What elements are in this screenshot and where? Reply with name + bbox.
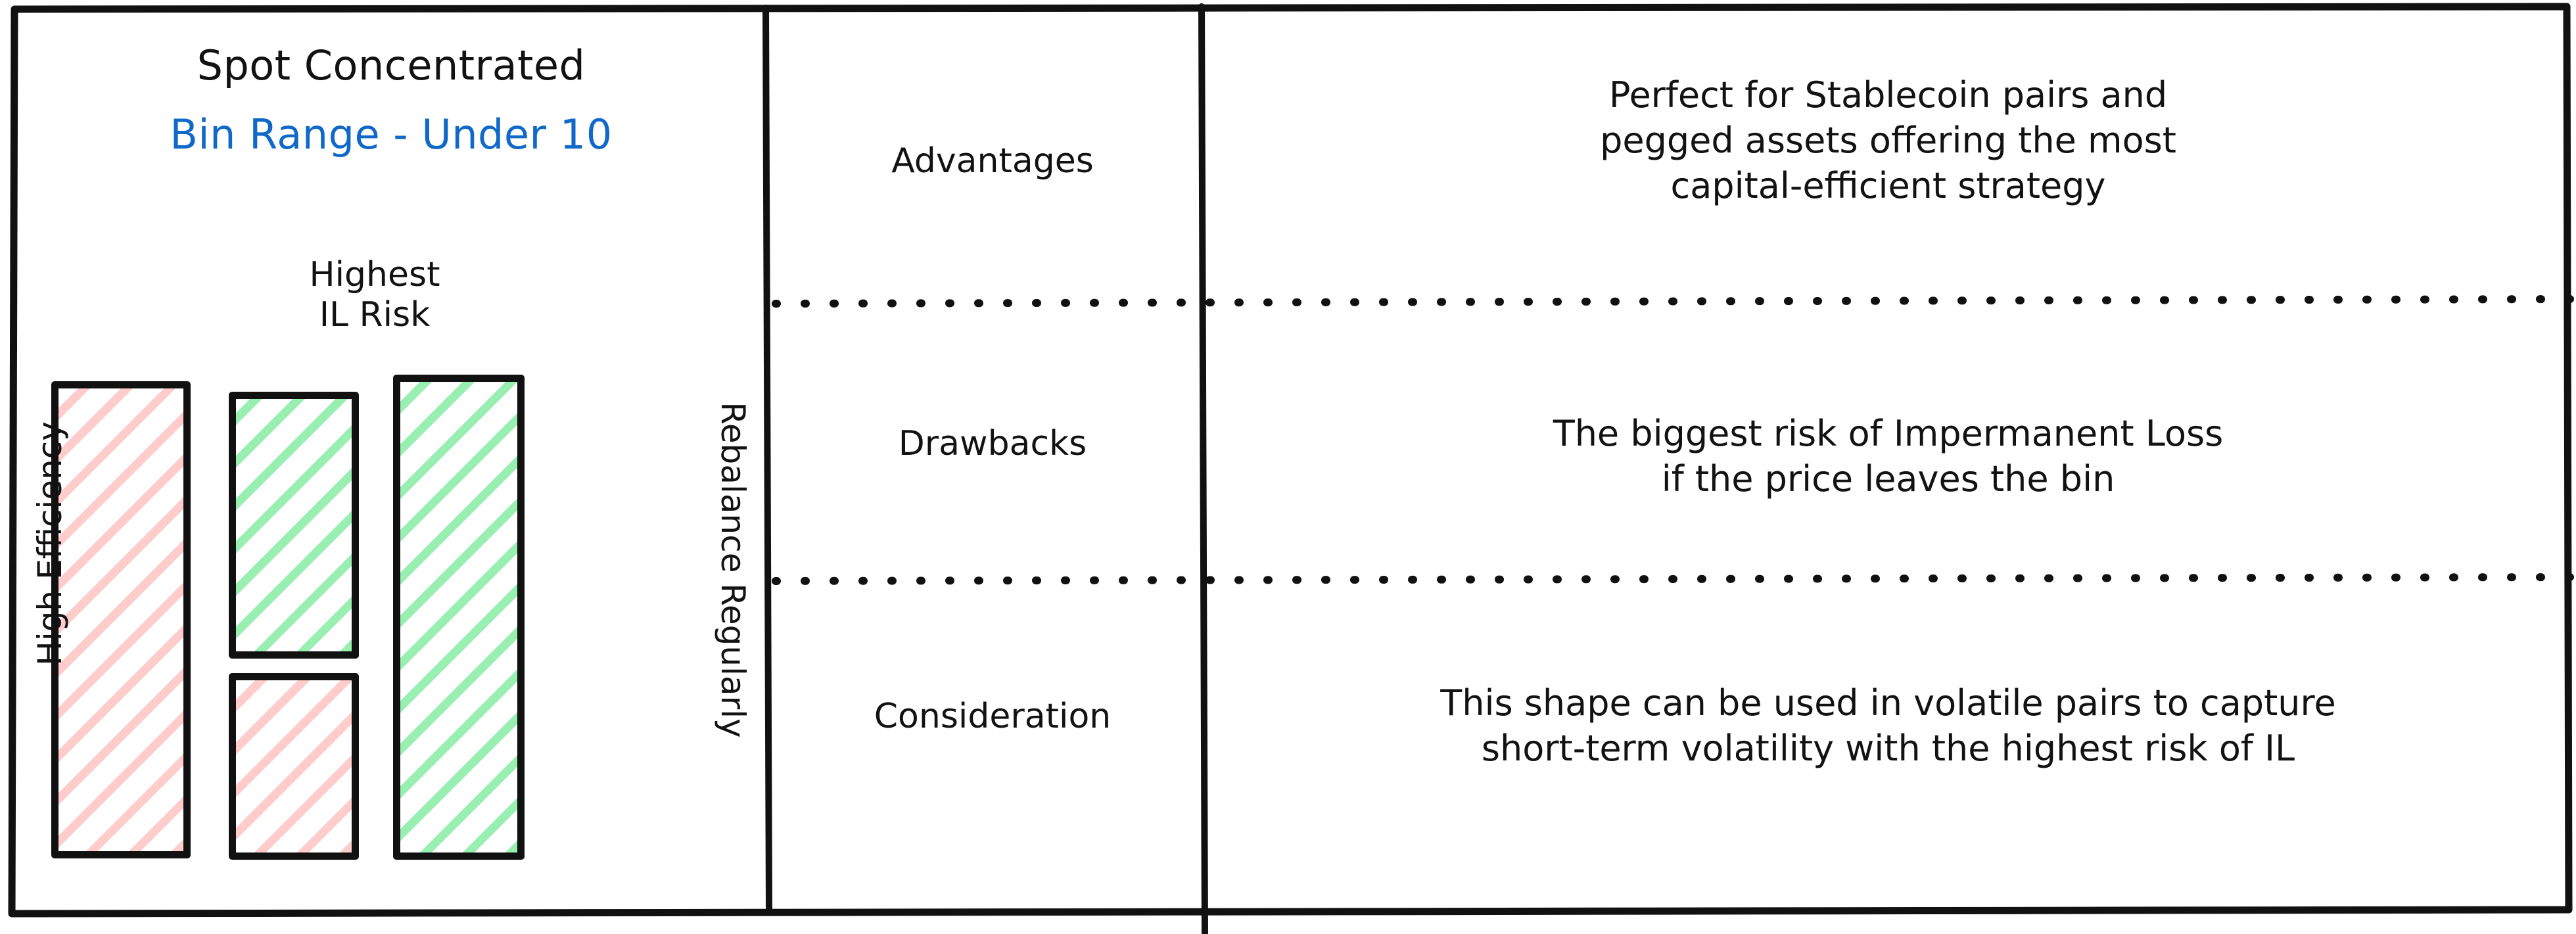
row-text-drawbacks-line-2: if the price leaves the bin bbox=[1661, 458, 2115, 500]
row-label-consideration: Consideration bbox=[874, 697, 1112, 736]
row-text-consideration: This shape can be used in volatile pairs… bbox=[1219, 680, 2557, 771]
bar-2-pink-segment bbox=[229, 673, 359, 860]
row-text-advantages-line-2: pegged assets offering the most bbox=[1600, 120, 2176, 162]
row-divider-2 bbox=[772, 573, 2576, 585]
bin-range-subtitle: Bin Range - Under 10 bbox=[170, 110, 613, 158]
bar-chart bbox=[20, 5, 762, 919]
il-risk-line-2: IL Risk bbox=[319, 295, 431, 335]
il-risk-annotation: Highest IL Risk bbox=[105, 255, 644, 336]
row-text-advantages: Perfect for Stablecoin pairs and pegged … bbox=[1219, 72, 2557, 208]
row-label-advantages: Advantages bbox=[891, 141, 1094, 181]
row-text-drawbacks-line-1: The biggest risk of Impermanent Loss bbox=[1553, 413, 2224, 454]
row-divider-1 bbox=[772, 295, 2576, 308]
il-risk-line-1: Highest bbox=[309, 255, 440, 294]
column-divider-1 bbox=[762, 5, 772, 912]
bar-3-green bbox=[393, 375, 525, 860]
row-text-consideration-line-2: short-term volatility with the highest r… bbox=[1481, 728, 2295, 770]
page-title: Spot Concentrated bbox=[197, 41, 586, 89]
row-text-advantages-line-1: Perfect for Stablecoin pairs and bbox=[1608, 74, 2168, 116]
row-label-drawbacks: Drawbacks bbox=[898, 424, 1087, 463]
axis-label-rebalance-regularly: Rebalance Regularly bbox=[714, 402, 752, 738]
axis-label-high-efficiency: High Efficiency bbox=[31, 421, 69, 666]
row-text-drawbacks: The biggest risk of Impermanent Loss if … bbox=[1219, 411, 2557, 502]
bar-1-pink bbox=[51, 381, 191, 858]
row-text-consideration-line-1: This shape can be used in volatile pairs… bbox=[1440, 682, 2336, 724]
bar-2-green-segment bbox=[229, 392, 359, 659]
chart-panel: Spot Concentrated Bin Range - Under 10 H… bbox=[20, 5, 762, 919]
row-text-advantages-line-3: capital-efficient strategy bbox=[1670, 165, 2106, 207]
